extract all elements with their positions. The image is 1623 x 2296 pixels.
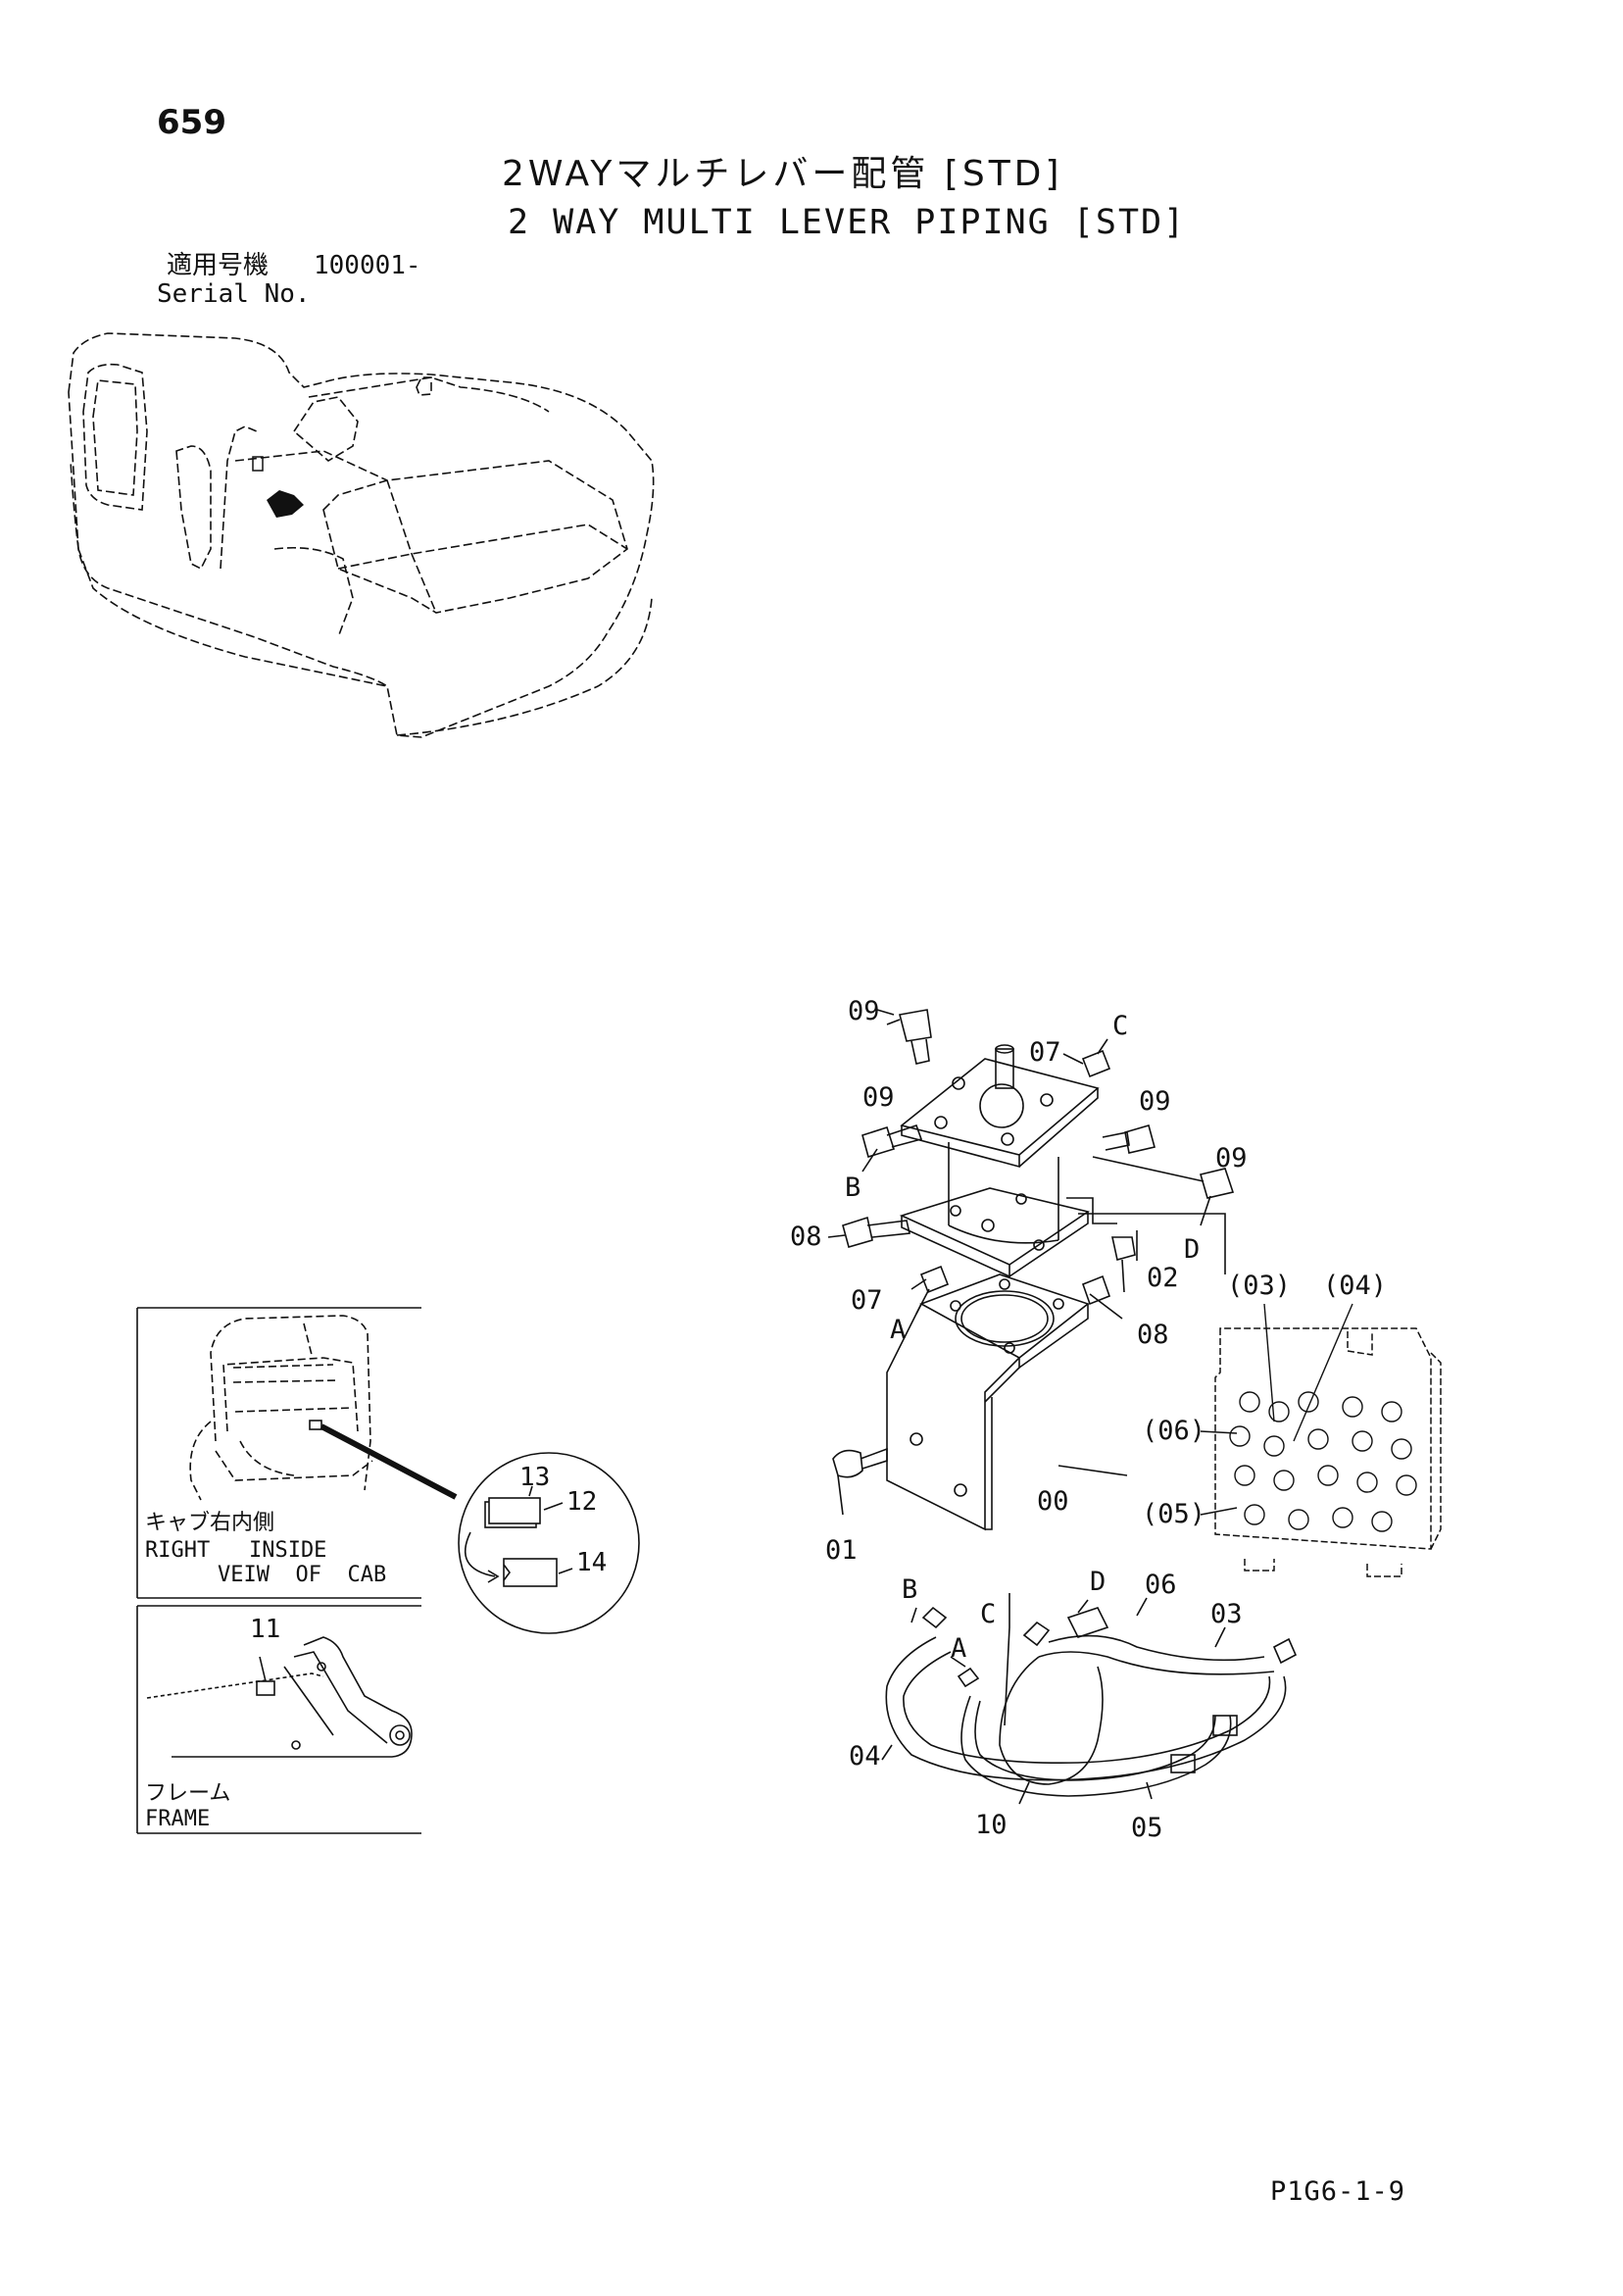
elbow-fitting-09-far bbox=[1092, 1156, 1235, 1199]
elbow-fitting-08-right bbox=[1081, 1274, 1123, 1320]
callout-07: 07 bbox=[851, 1285, 883, 1316]
callout-12: 12 bbox=[566, 1487, 597, 1517]
straight-fitting-07-top bbox=[1081, 1049, 1111, 1078]
callout-04: 04 bbox=[849, 1741, 881, 1772]
cab-label-japanese: キャブ右内側 bbox=[145, 1511, 274, 1535]
callout-02: 02 bbox=[1147, 1263, 1179, 1293]
callout-labels: 09 07 C 09 09 09 B 08 02 D 07 A 08 (03) … bbox=[790, 996, 1387, 1843]
title-japanese: 2WAYマルチレバー配管 [STD] bbox=[502, 154, 1063, 194]
callout-06-parenthesized: (06) bbox=[1142, 1416, 1205, 1446]
callout-11: 11 bbox=[250, 1615, 280, 1644]
callout-14: 14 bbox=[576, 1548, 607, 1577]
hose-assembly bbox=[881, 1593, 1298, 1805]
inset-labels: 13 12 14 11 キャブ右内側 RIGHT INSIDE VEIW OF … bbox=[145, 1463, 607, 1831]
serial-label-japanese: 適用号機 bbox=[167, 251, 270, 280]
frame-label-japanese: フレーム bbox=[145, 1781, 230, 1806]
callout-10: 10 bbox=[975, 1810, 1008, 1840]
callout-d: D bbox=[1184, 1234, 1200, 1265]
callout-01: 01 bbox=[825, 1535, 858, 1566]
frame-view-inset bbox=[136, 1605, 421, 1834]
frame-label-english: FRAME bbox=[145, 1807, 210, 1831]
callout-06: 06 bbox=[1145, 1570, 1177, 1600]
callout-a: A bbox=[951, 1633, 966, 1664]
callout-00: 00 bbox=[1037, 1486, 1069, 1517]
elbow-fitting-08-left bbox=[842, 1216, 910, 1248]
straight-fitting-07-lower bbox=[919, 1265, 950, 1294]
hydraulic-block-ports bbox=[1200, 1303, 1417, 1532]
serial-number-value: 100001- bbox=[314, 251, 421, 280]
callout-09: 09 bbox=[848, 996, 880, 1026]
cab-label-english-1: RIGHT INSIDE bbox=[145, 1538, 326, 1563]
callout-08: 08 bbox=[1137, 1320, 1169, 1350]
callout-05: 05 bbox=[1131, 1813, 1163, 1843]
callout-04-parenthesized: (04) bbox=[1323, 1271, 1387, 1301]
callout-b: B bbox=[902, 1574, 917, 1605]
callout-c: C bbox=[1112, 1011, 1128, 1041]
elbow-fitting-09-right bbox=[1102, 1124, 1156, 1154]
title-english: 2 WAY MULTI LEVER PIPING [STD] bbox=[508, 203, 1187, 242]
callout-09: 09 bbox=[1139, 1086, 1171, 1117]
cab-view-inset bbox=[136, 1307, 640, 1634]
callout-09: 09 bbox=[1215, 1143, 1248, 1173]
callout-a: A bbox=[890, 1315, 906, 1345]
footer-page-code: P1G6-1-9 bbox=[1270, 2176, 1406, 2207]
elbow-fitting-09-left bbox=[861, 1123, 923, 1159]
callout-03: 03 bbox=[1210, 1599, 1243, 1629]
cab-label-english-2: VEIW OF CAB bbox=[218, 1563, 386, 1587]
callout-07: 07 bbox=[1029, 1037, 1061, 1068]
serial-label-english: Serial No. bbox=[157, 279, 311, 309]
callout-09: 09 bbox=[862, 1082, 895, 1113]
pilot-valve-assembly bbox=[827, 1009, 1235, 1531]
hydraulic-block-detail bbox=[1214, 1327, 1442, 1577]
callout-03-parenthesized: (03) bbox=[1227, 1271, 1291, 1301]
callout-b: B bbox=[845, 1173, 861, 1203]
callout-05-parenthesized: (05) bbox=[1142, 1499, 1205, 1529]
callout-d: D bbox=[1090, 1567, 1106, 1597]
callout-13: 13 bbox=[519, 1463, 550, 1492]
callout-c: C bbox=[980, 1599, 996, 1629]
callout-08: 08 bbox=[790, 1222, 822, 1252]
elbow-fitting-09-top bbox=[886, 1009, 932, 1065]
controller-location-marker bbox=[252, 456, 304, 518]
page-number: 659 bbox=[157, 103, 226, 142]
excavator-overview-drawing bbox=[68, 332, 655, 738]
